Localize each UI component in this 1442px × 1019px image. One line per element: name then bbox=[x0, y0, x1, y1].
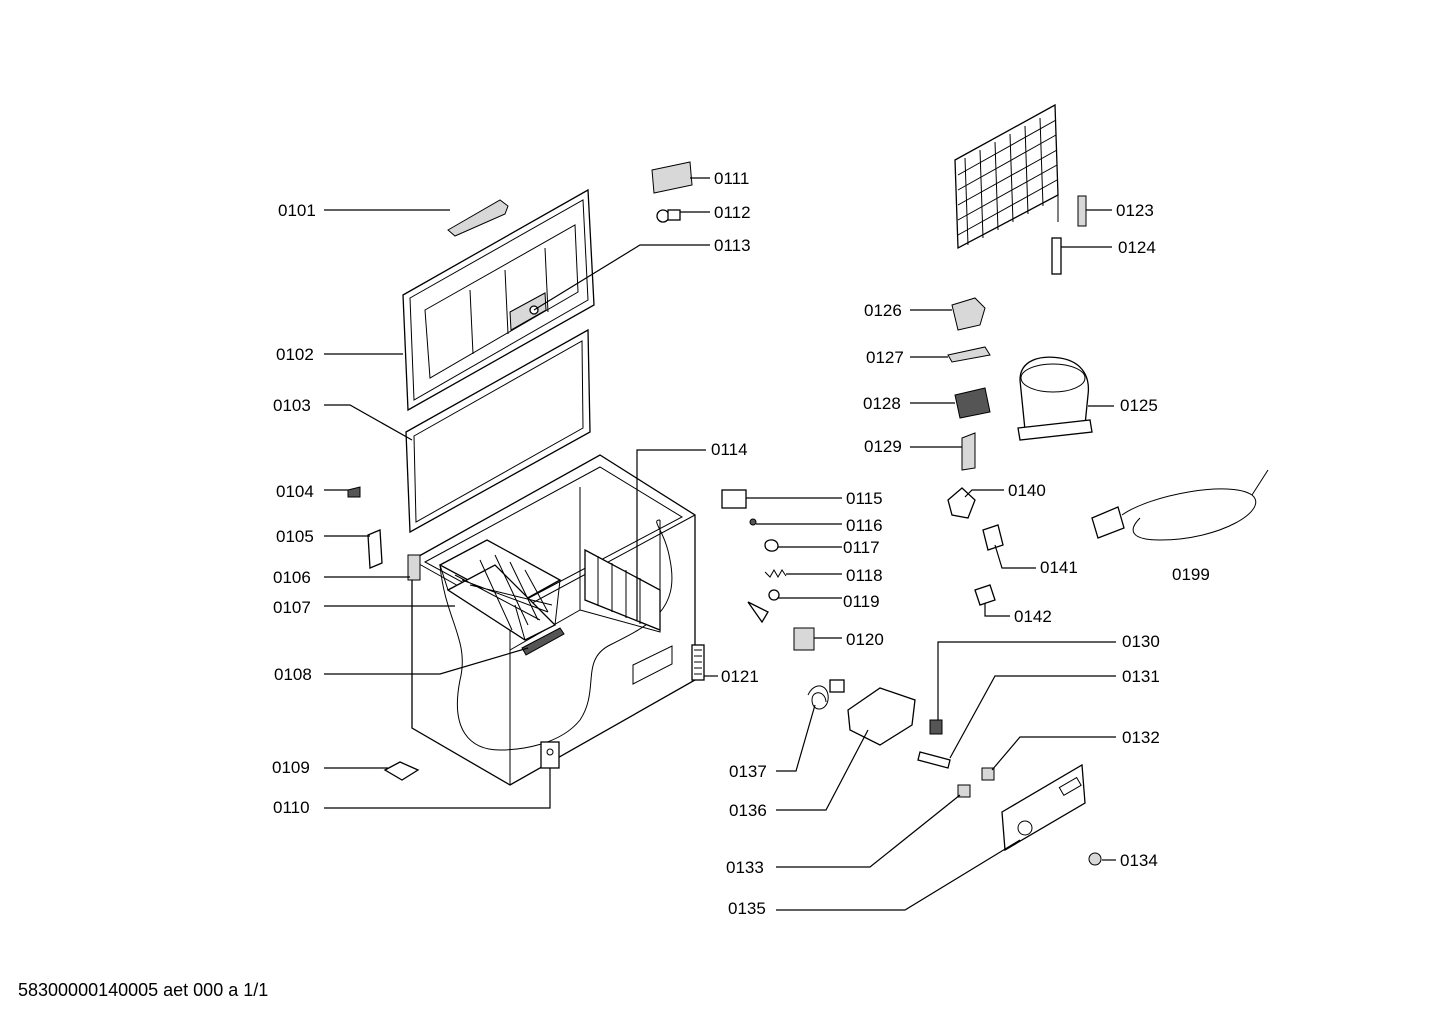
label-0105: 0105 bbox=[276, 527, 314, 546]
part-0130 bbox=[929, 719, 943, 735]
part-0140 bbox=[947, 487, 976, 519]
cover-0128 bbox=[954, 387, 991, 419]
label-0123: 0123 bbox=[1116, 201, 1154, 220]
label-0104: 0104 bbox=[276, 482, 314, 501]
wire-basket bbox=[438, 539, 565, 656]
label-0134: 0134 bbox=[1120, 851, 1158, 870]
label-0109: 0109 bbox=[272, 758, 310, 777]
label-0125: 0125 bbox=[1120, 396, 1158, 415]
label-0117: 0117 bbox=[843, 538, 880, 557]
part-0118 bbox=[764, 568, 787, 579]
label-0130: 0130 bbox=[1122, 632, 1160, 651]
label-0114: 0114 bbox=[711, 440, 748, 459]
label-0108: 0108 bbox=[274, 665, 312, 684]
label-0129: 0129 bbox=[864, 437, 902, 456]
label-0131: 0131 bbox=[1122, 667, 1160, 686]
label-0136: 0136 bbox=[729, 801, 767, 820]
label-0140: 0140 bbox=[1008, 481, 1046, 500]
label-0113: 0113 bbox=[714, 236, 751, 255]
knob-0112 bbox=[656, 209, 670, 223]
label-0118: 0118 bbox=[846, 566, 883, 585]
bracket-0129 bbox=[961, 432, 976, 471]
compressor bbox=[1017, 356, 1093, 441]
part-0132 bbox=[981, 767, 995, 781]
bracket-0142 bbox=[974, 584, 996, 606]
spring-0137 bbox=[807, 685, 829, 710]
label-0115: 0115 bbox=[846, 489, 883, 508]
power-cord bbox=[1091, 469, 1269, 541]
lid-handle bbox=[447, 199, 509, 237]
control-panel bbox=[1001, 763, 1086, 852]
label-0106: 0106 bbox=[273, 568, 311, 587]
part-labels: 0101 0102 0103 0104 0105 0106 0107 0108 … bbox=[272, 169, 1210, 918]
label-0124: 0124 bbox=[1118, 238, 1156, 257]
hinge-0105 bbox=[367, 529, 383, 569]
label-0102: 0102 bbox=[276, 345, 314, 364]
label-0137: 0137 bbox=[729, 762, 767, 781]
condenser-coil bbox=[954, 103, 1059, 250]
spring-cap-0137 bbox=[829, 679, 845, 693]
lamp-0131 bbox=[917, 751, 951, 769]
freezer-cabinet bbox=[407, 454, 705, 786]
freezer-lid bbox=[402, 188, 595, 412]
drier-0124 bbox=[1051, 237, 1062, 275]
label-0133: 0133 bbox=[726, 858, 764, 877]
label-0141: 0141 bbox=[1040, 558, 1078, 577]
part-0115 bbox=[721, 489, 747, 509]
label-0111: 0111 bbox=[714, 169, 749, 188]
part-0120 bbox=[793, 627, 815, 651]
label-0120: 0120 bbox=[846, 630, 884, 649]
foot-0109 bbox=[383, 761, 420, 781]
box-0136 bbox=[847, 687, 916, 746]
label-0116: 0116 bbox=[846, 516, 883, 535]
label-0103: 0103 bbox=[273, 396, 311, 415]
label-0142: 0142 bbox=[1014, 607, 1052, 626]
part-0141 bbox=[982, 524, 1004, 551]
part-0133 bbox=[957, 784, 971, 798]
label-0127: 0127 bbox=[866, 348, 904, 367]
label-0119: 0119 bbox=[843, 592, 880, 611]
label-0107: 0107 bbox=[273, 598, 311, 617]
label-0128: 0128 bbox=[863, 394, 901, 413]
label-0121: 0121 bbox=[721, 667, 759, 686]
leader-lines bbox=[324, 177, 1116, 911]
clip-0104 bbox=[347, 486, 361, 498]
relay-0126 bbox=[951, 297, 986, 331]
label-0112: 0112 bbox=[714, 203, 751, 222]
knob-shaft-0112 bbox=[667, 209, 681, 221]
part-0119 bbox=[747, 601, 769, 624]
label-0135: 0135 bbox=[728, 899, 766, 918]
part-0127 bbox=[947, 346, 991, 363]
label-0126: 0126 bbox=[864, 301, 902, 320]
part-0117 bbox=[764, 539, 779, 552]
part-0119-cap bbox=[768, 589, 780, 601]
door-gasket bbox=[405, 328, 591, 534]
label-0110: 0110 bbox=[273, 798, 310, 817]
part-0116 bbox=[749, 518, 757, 526]
label-0101: 0101 bbox=[278, 201, 316, 220]
filter-0111 bbox=[651, 161, 693, 194]
knob-0134 bbox=[1088, 852, 1102, 866]
document-id: 58300000140005 aet 000 a 1/1 bbox=[18, 980, 269, 1000]
part-0123 bbox=[1077, 195, 1087, 227]
label-0199: 0199 bbox=[1172, 565, 1210, 584]
label-0132: 0132 bbox=[1122, 728, 1160, 747]
